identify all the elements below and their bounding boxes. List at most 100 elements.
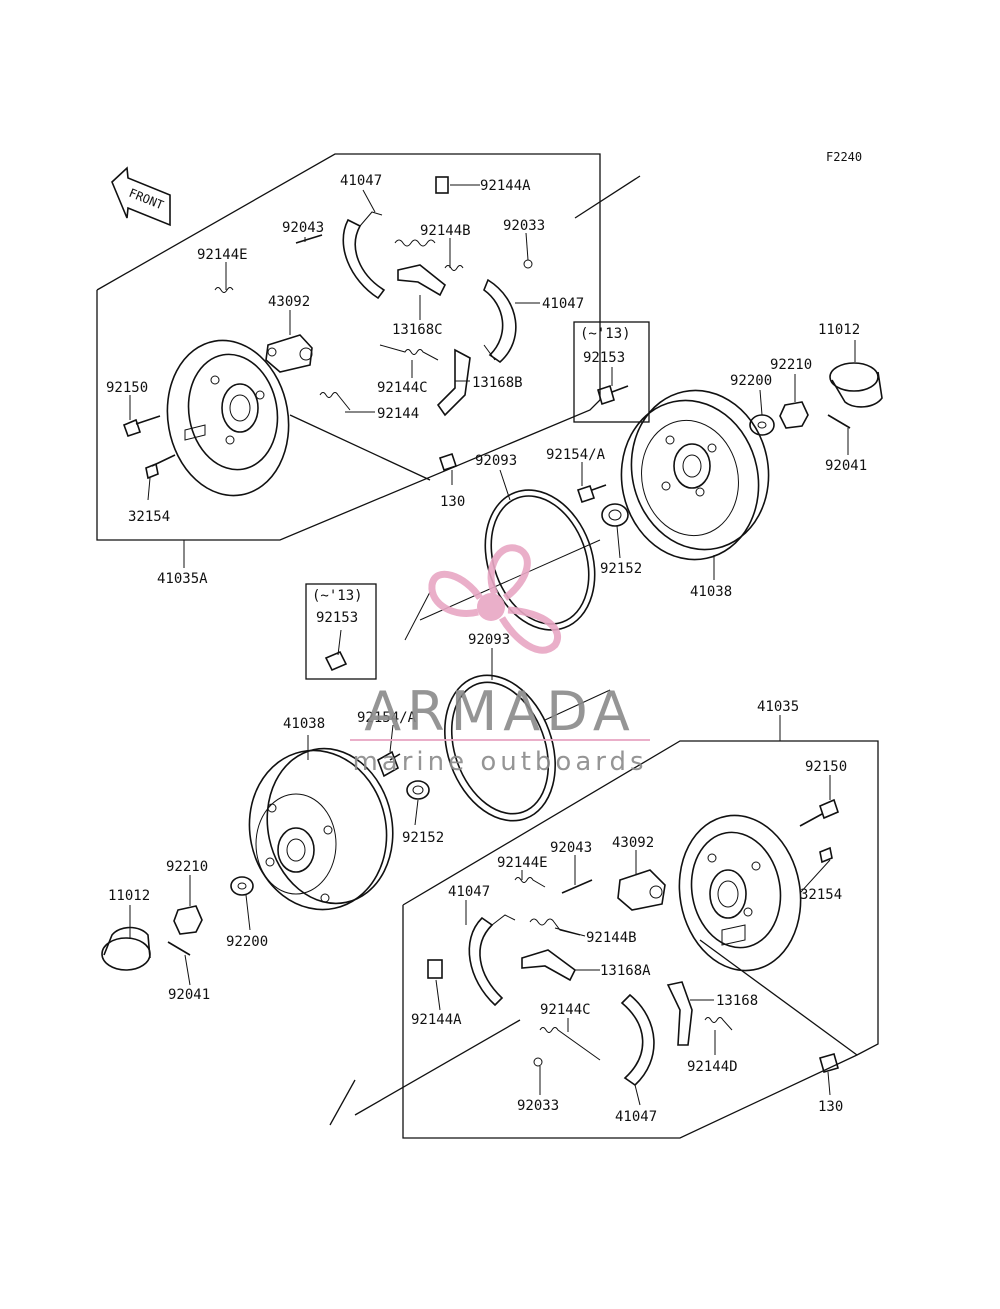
callout-label: 92033 [503, 218, 545, 234]
upper-assembly-frame [96, 153, 641, 541]
callout-label: 41038 [283, 716, 325, 732]
brake-shoe-lower-a [468, 914, 516, 1007]
callout-label: 13168 [716, 993, 758, 1009]
clip-92144a-upper [435, 176, 449, 194]
spring-92144e-lower [514, 877, 546, 888]
callout-label: 41035 [757, 699, 799, 715]
spring-92144d [704, 1017, 733, 1031]
callout-label: 41047 [615, 1109, 657, 1125]
brake-drum-lower [248, 747, 394, 911]
oring-92093-lower [444, 674, 556, 822]
front-arrow-icon: FRONT [111, 166, 171, 227]
callout-label: 92041 [825, 458, 867, 474]
clip-92033-lower [533, 1057, 543, 1067]
pin-92041-upper [827, 414, 851, 429]
bolt-130-lower [819, 1053, 839, 1073]
callout-label: 41035A [157, 571, 208, 587]
leader-lines [129, 184, 856, 1106]
propeller-logo-icon [428, 544, 561, 654]
callout-label: 92144C [540, 1002, 591, 1018]
pin-92041-lower [167, 941, 191, 956]
front-label: FRONT [127, 186, 166, 213]
callout-label: 92153 [583, 350, 625, 366]
watermark-brand: ARMADA [364, 680, 636, 743]
lever-13168b [436, 348, 471, 417]
clip-92144a-lower [427, 959, 443, 979]
callout-label: 92210 [166, 859, 208, 875]
callout-label: 92144A [411, 1012, 462, 1028]
brake-drum-upper [620, 389, 770, 561]
callout-label: 92144B [420, 223, 471, 239]
callout-label: 92144B [586, 930, 637, 946]
callout-label: 13168A [600, 963, 651, 979]
bolt-92153-middle [324, 650, 348, 672]
brake-panel-upper [166, 339, 290, 497]
callout-label: 92144 [377, 406, 419, 422]
brake-panel-lower [678, 814, 802, 972]
callout-label: 92144C [377, 380, 428, 396]
callout-label: 92144A [480, 178, 531, 194]
callout-label: 92154/A [357, 710, 417, 726]
brake-shoe-lower-b [620, 993, 655, 1087]
bolt-92150-lower [799, 798, 839, 827]
callout-label: 92150 [805, 759, 847, 775]
brake-shoe-upper-a [342, 211, 386, 300]
callout-label: 43092 [612, 835, 654, 851]
seal-92152-lower [406, 780, 430, 800]
pin-92043-lower [561, 879, 593, 894]
callout-label: 32154 [128, 509, 170, 525]
watermark: ARMADA marine outboards [350, 544, 650, 777]
callout-label: 92154/A [546, 447, 606, 463]
callout-label: 92200 [226, 934, 268, 950]
nut-92210-lower [173, 905, 203, 935]
lever-13168a [521, 949, 577, 982]
callout-label: 92150 [106, 380, 148, 396]
bolt-32154-lower [819, 846, 833, 864]
callout-label: 92033 [517, 1098, 559, 1114]
bolt-32154-upper [145, 454, 176, 480]
callout-label: 41038 [690, 584, 732, 600]
callout-label: 92043 [550, 840, 592, 856]
callout-label: 41047 [448, 884, 490, 900]
callout-label: 43092 [268, 294, 310, 310]
bolt-92150-upper [122, 415, 161, 438]
spring-92144c-lower [539, 1027, 601, 1061]
callout-label: 92093 [468, 632, 510, 648]
pin-92043-upper [295, 234, 323, 244]
callout-label: 92144E [197, 247, 248, 263]
callout-label: 92093 [475, 453, 517, 469]
cap-11012-upper [829, 362, 883, 408]
callout-label: (~'13) [580, 326, 631, 342]
callout-label: 41047 [340, 173, 382, 189]
cap-11012-lower [101, 926, 151, 971]
callout-label: (~'13) [312, 588, 363, 604]
variant-box-middle [305, 583, 377, 680]
callout-label: 41047 [542, 296, 584, 312]
bolt-92154a-upper [576, 484, 607, 504]
callout-label: 92153 [316, 610, 358, 626]
callout-label: 92144D [687, 1059, 738, 1075]
bolt-92154a-lower [377, 750, 401, 778]
callout-label: 11012 [818, 322, 860, 338]
callout-labels: 41047 92144A 92043 92144B 92033 92144E 4… [106, 173, 867, 1125]
figure-code: F2240 [826, 150, 862, 164]
callout-label: 13168C [392, 322, 443, 338]
callout-label: 92200 [730, 373, 772, 389]
callout-label: 92152 [402, 830, 444, 846]
lower-assembly-frame [329, 740, 879, 1139]
spring-92144b-lower [529, 918, 581, 936]
wheel-cylinder-upper [265, 334, 313, 373]
lever-13168c [397, 264, 447, 297]
spring-92144b2-upper [444, 265, 464, 271]
wheel-cylinder-lower [617, 869, 666, 911]
callout-label: 13168B [472, 375, 523, 391]
watermark-tagline: marine outboards [352, 747, 647, 777]
callout-label: 92041 [168, 987, 210, 1003]
clip-92033-upper [523, 259, 533, 269]
seal-92152-upper [601, 503, 629, 527]
callout-label: 130 [440, 494, 465, 510]
spring-92144e-upper [214, 287, 234, 293]
callout-label: 11012 [108, 888, 150, 904]
callout-label: 92043 [282, 220, 324, 236]
callout-label: 92210 [770, 357, 812, 373]
